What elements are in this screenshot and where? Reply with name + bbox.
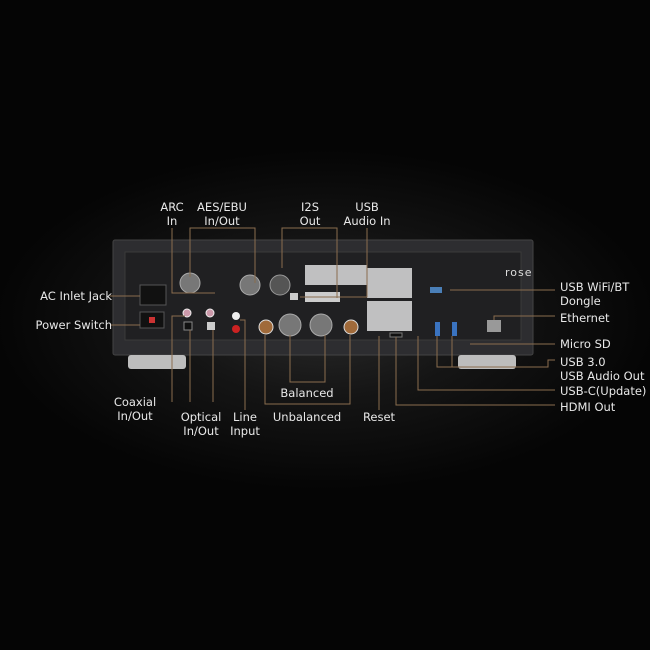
aes-out-xlr [239,274,261,296]
label-ac-inlet: AC Inlet Jack [40,289,112,303]
usb30-port-2 [452,322,457,336]
label-reset: Reset [362,410,396,424]
label-ethernet: Ethernet [560,311,610,325]
label-power-switch: Power Switch [35,318,112,332]
balanced-xlr-r [278,313,302,337]
pinout-chart-3 [367,301,412,331]
optical-in [183,321,193,331]
ethernet-port [487,320,501,332]
wifi-dongle-port [430,287,442,293]
label-hdmi-out: HDMI Out [560,400,616,414]
hdmi-port [389,332,403,338]
balanced-xlr-l [309,313,333,337]
label-usbc-update: USB-C(Update) [560,384,647,398]
line-in-l [232,312,240,320]
leader-lines [110,227,555,410]
foot-right [458,355,516,369]
unbalanced-post-l [343,319,359,335]
optical-out [207,322,215,330]
usb30-port-1 [435,322,440,336]
foot-left [128,355,186,369]
line-in-r [232,325,240,333]
brand-logo: rose [505,266,533,279]
pinout-chart-2 [367,268,412,298]
i2s-out-port [269,274,291,296]
pinout-chart-1 [305,265,367,285]
label-balanced: Balanced [280,386,334,400]
unbalanced-post-r [258,319,274,335]
label-micro-sd: Micro SD [560,337,611,351]
coax-in [182,308,192,318]
usb-in [290,293,298,300]
label-unbalanced: Unbalanced [272,410,342,424]
ac-inlet [139,284,167,306]
coax-out [205,308,215,318]
